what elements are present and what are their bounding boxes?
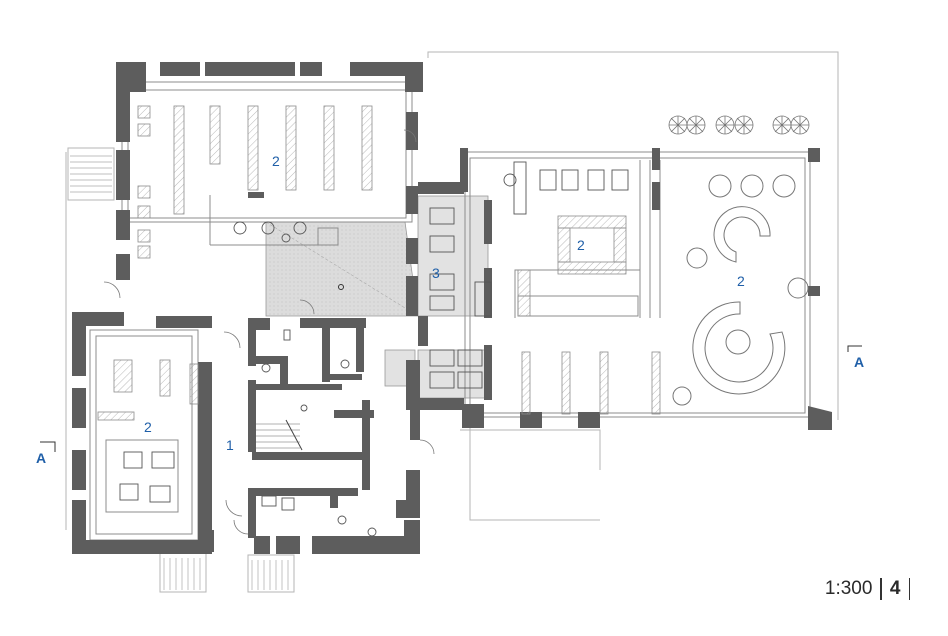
room-labels: 2 1 2 3 2 2 bbox=[144, 153, 745, 453]
room-label-annex-center: 2 bbox=[577, 237, 585, 253]
room-label-entrance-hall: 1 bbox=[226, 437, 234, 453]
umbrella-icons bbox=[668, 115, 810, 135]
section-mark-west: A bbox=[36, 450, 46, 466]
room-label-annex-east: 2 bbox=[737, 273, 745, 289]
room-label-cafe: 3 bbox=[432, 265, 440, 281]
section-markers: A A bbox=[36, 345, 864, 466]
interior-stair bbox=[256, 419, 303, 451]
door-swings bbox=[103, 129, 435, 535]
furniture bbox=[119, 161, 629, 537]
walls bbox=[72, 62, 832, 554]
room-label-stacks-north: 2 bbox=[272, 153, 280, 169]
bookshelves-north bbox=[137, 105, 373, 259]
sheet-footer: 1:300 4 bbox=[825, 578, 910, 600]
divider-left bbox=[880, 578, 882, 600]
round-seating bbox=[672, 174, 809, 406]
room-label-reading-west: 2 bbox=[144, 419, 152, 435]
scale-label: 1:300 bbox=[824, 578, 873, 599]
shaded-circulation bbox=[265, 195, 489, 399]
page-number: 4 bbox=[889, 578, 901, 599]
section-mark-east: A bbox=[854, 354, 864, 370]
exterior-stairs bbox=[70, 155, 289, 590]
interior-lines bbox=[89, 81, 811, 541]
divider-right bbox=[908, 578, 910, 600]
bookshelves-annex bbox=[97, 215, 661, 421]
